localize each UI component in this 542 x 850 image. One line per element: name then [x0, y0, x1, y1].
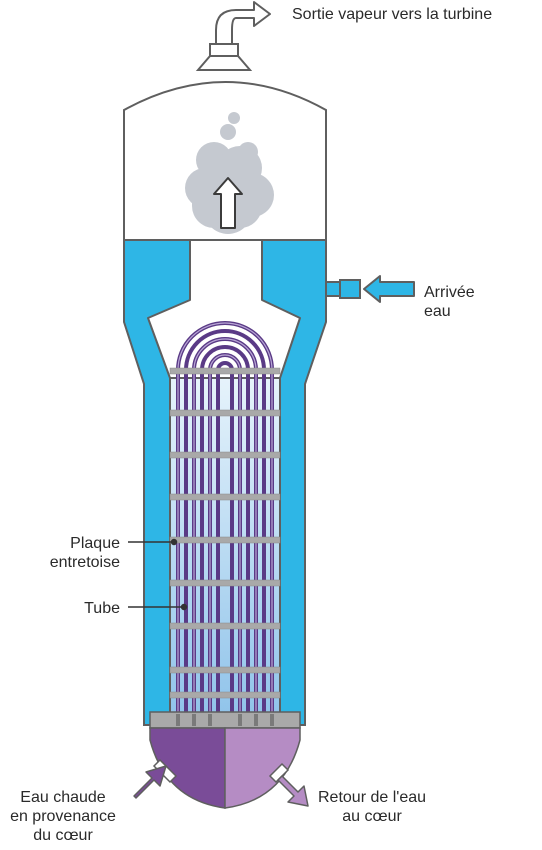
label-water-inlet-line1: Arrivée [424, 284, 475, 301]
spacer-plates [169, 367, 281, 699]
label-spacer-plate: Plaque entretoise [50, 534, 120, 572]
label-return-water-line2: au cœur [342, 808, 402, 825]
label-water-inlet-line2: eau [424, 303, 451, 320]
leader-lines [128, 538, 188, 611]
tube-sheet [149, 711, 301, 729]
label-steam-outlet: Sortie vapeur vers la turbine [292, 6, 493, 23]
label-hot-water-line3: du cœur [33, 827, 93, 844]
label-water-inlet: Arrivée eau [424, 283, 475, 321]
label-spacer-plate-line1: Plaque [70, 535, 120, 552]
return-water-outlet [268, 762, 309, 807]
hot-water-inlet [133, 758, 178, 799]
label-hot-water-line1: Eau chaude [20, 789, 106, 806]
return-water-chamber [224, 727, 301, 809]
u-tubes-highlight [177, 322, 273, 715]
tube-sheet-holes [176, 714, 274, 726]
label-tube: Tube [84, 600, 120, 617]
steam-up-arrow-icon [213, 177, 243, 229]
label-hot-water: Eau chaude en provenance du cœur [0, 788, 126, 845]
steam-outlet-pipe [195, 1, 271, 71]
label-hot-water-line2: en provenance [10, 808, 116, 825]
label-return-water: Retour de l'eau au cœur [318, 788, 426, 826]
label-spacer-plate-line2: entretoise [49, 554, 120, 571]
label-return-water-line1: Retour de l'eau [318, 789, 427, 806]
feedwater-inlet [325, 275, 415, 303]
